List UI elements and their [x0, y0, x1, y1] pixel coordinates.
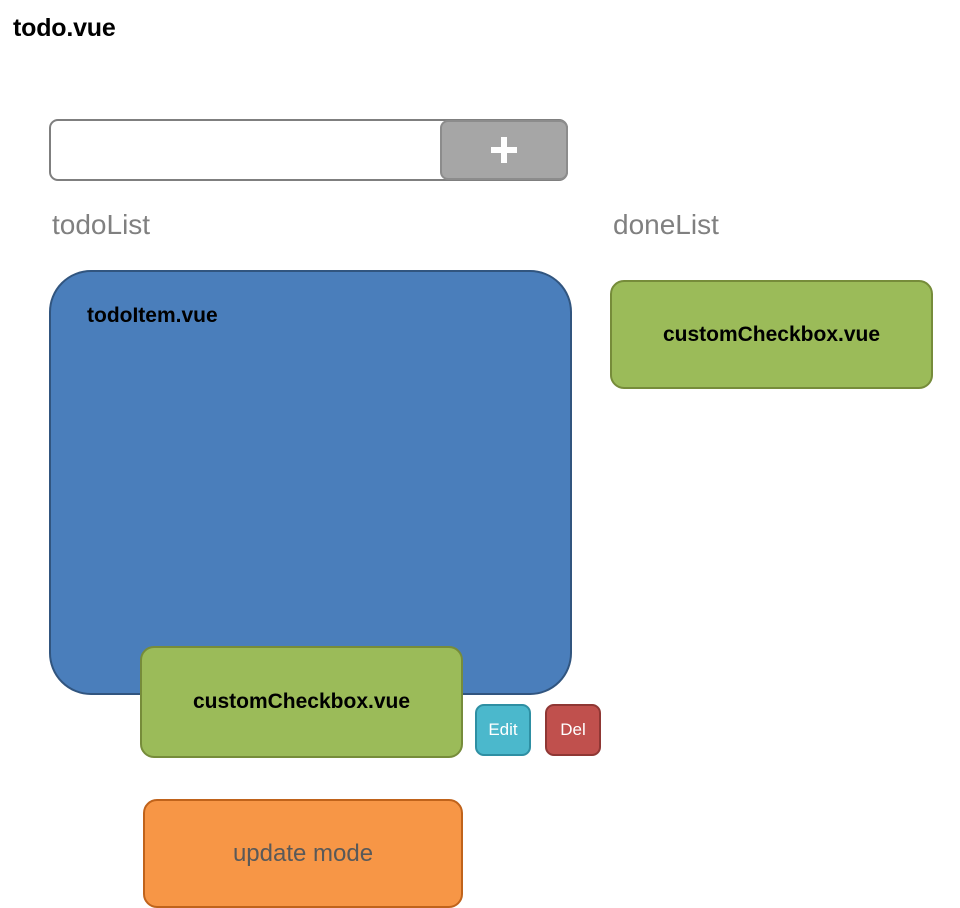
update-mode-box[interactable]: update mode [143, 799, 463, 908]
plus-icon [491, 137, 517, 163]
donelist-label: doneList [613, 209, 719, 240]
page-title: todo.vue [13, 14, 116, 42]
todolist-label: todoList [52, 209, 151, 240]
add-todo-button[interactable] [440, 120, 568, 180]
diagram-canvas: todo.vue todoList doneList todoItem.vue … [13, 14, 933, 908]
delete-button[interactable]: Del [545, 704, 601, 756]
todoitem-title: todoItem.vue [87, 304, 218, 327]
todoitem-card: todoItem.vue customCheckbox.vue Edit Del… [49, 270, 601, 908]
edit-button[interactable]: Edit [475, 704, 531, 756]
new-todo-input-group [49, 119, 568, 181]
todolist-custom-checkbox[interactable]: customCheckbox.vue [140, 646, 463, 758]
donelist-custom-checkbox[interactable]: customCheckbox.vue [610, 280, 933, 389]
